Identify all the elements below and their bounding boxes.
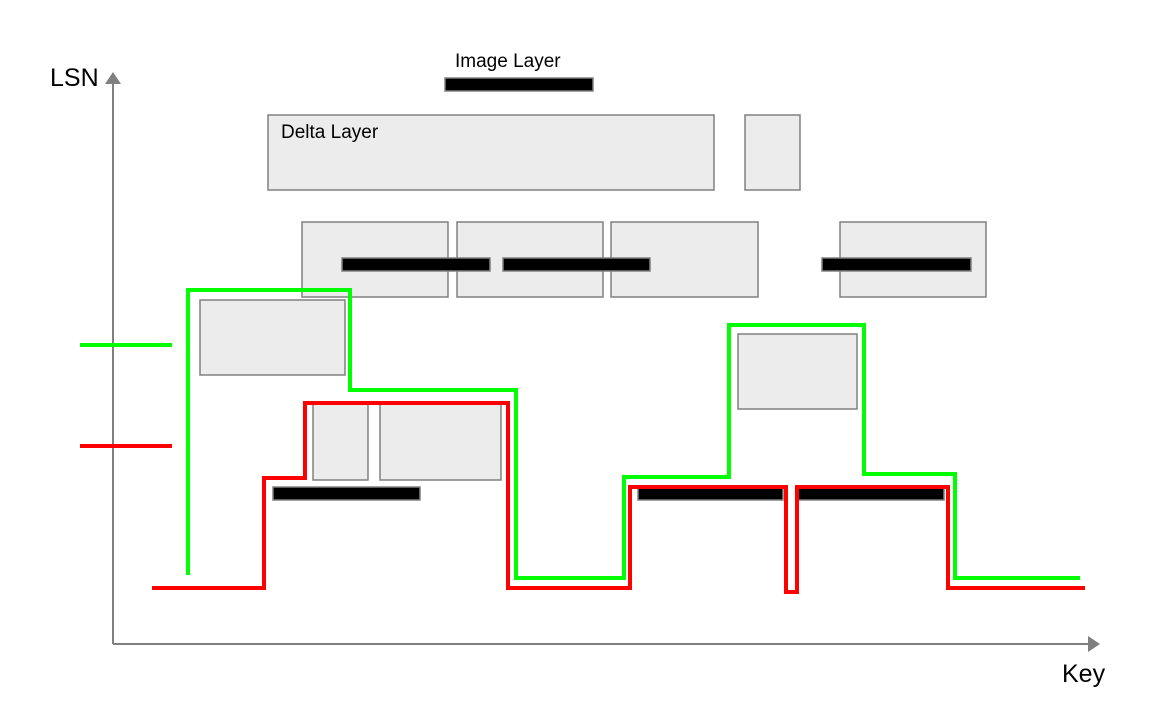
image-layer-bar-row3-1 bbox=[341, 257, 491, 272]
image-layer-bar-low-1 bbox=[272, 486, 421, 501]
axes bbox=[105, 72, 1100, 652]
image-layer-bar-top bbox=[444, 77, 594, 92]
image-layer-label: Image Layer bbox=[455, 51, 561, 72]
image-layer-bar-row3-3 bbox=[821, 257, 972, 272]
green-step-line bbox=[186, 288, 1080, 580]
delta-layer-box-right-top bbox=[744, 114, 801, 191]
delta-box-red-wide bbox=[379, 403, 502, 481]
image-layer-bars bbox=[272, 77, 972, 501]
image-layer-bar-row3-2 bbox=[502, 257, 651, 272]
delta-box-green-left bbox=[199, 299, 346, 376]
lsn-ticks bbox=[80, 343, 172, 448]
y-axis-label: LSN bbox=[50, 64, 99, 92]
delta-box-red-small bbox=[312, 403, 369, 481]
delta-layer-box-main bbox=[267, 114, 715, 191]
delta-box-green-right bbox=[737, 333, 858, 410]
delta-layer-boxes bbox=[199, 114, 987, 481]
step-lines bbox=[152, 288, 1085, 594]
delta-layer-label: Delta Layer bbox=[281, 122, 379, 143]
x-axis-label: Key bbox=[1062, 660, 1106, 688]
red-step-line bbox=[152, 401, 1085, 594]
